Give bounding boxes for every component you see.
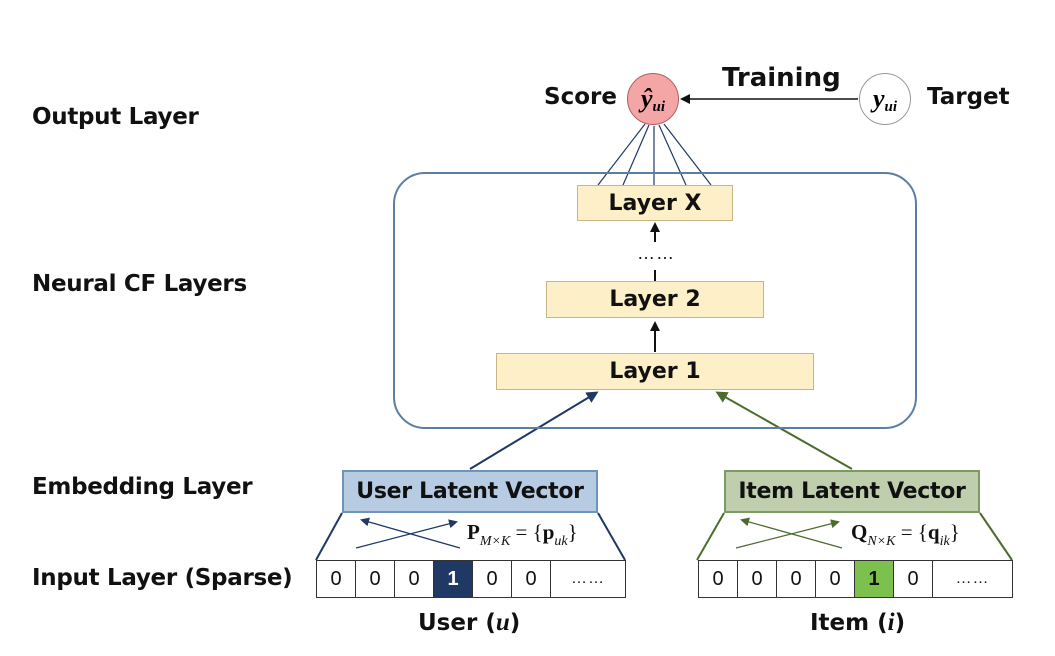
item-cell: 0 [894, 561, 933, 597]
item-caption: Item (i) [810, 609, 906, 636]
target-symbol: y [872, 84, 885, 113]
score-label: Score [544, 84, 617, 110]
item-cell: 0 [699, 561, 738, 597]
target-subscript: ui [884, 98, 898, 115]
item-cell: 0 [777, 561, 816, 597]
user-embedding-arrow [469, 391, 599, 470]
item-cell: 0 [738, 561, 777, 597]
score-symbol: ŷ [640, 84, 653, 113]
input-layer-label: Input Layer (Sparse) [32, 565, 293, 591]
user-cell-active: 1 [434, 561, 473, 597]
output-layer-label: Output Layer [32, 104, 199, 130]
user-cell-ellipsis: …… [571, 570, 605, 587]
item-cell-active: 1 [855, 561, 894, 597]
item-matrix-formula: QN×K = {qik} [851, 520, 960, 549]
score-subscript: ui [652, 98, 666, 115]
item-latent-vector-box: Item Latent Vector [724, 470, 980, 513]
item-cell-ellipsis: …… [955, 570, 990, 587]
item-one-hot-vector: 0 0 0 0 1 0 …… [698, 560, 1013, 598]
user-caption: User (u) [418, 609, 521, 636]
item-cell: 0 [816, 561, 855, 597]
layer-1-box: Layer 1 [496, 353, 814, 390]
user-cell: 0 [473, 561, 512, 597]
training-label: Training [722, 63, 841, 93]
layer-ellipsis: …… [637, 243, 675, 263]
output-fan-lines [597, 123, 712, 186]
user-cell: 0 [356, 561, 395, 597]
neural-cf-layers-label: Neural CF Layers [32, 271, 247, 297]
layer-x-box: Layer X [577, 185, 733, 221]
item-embedding-arrow [715, 391, 853, 470]
neural-cf-frame [393, 172, 917, 429]
user-cell: 0 [317, 561, 356, 597]
user-matrix-formula: PM×K = {puk} [467, 520, 578, 549]
user-latent-vector-box: User Latent Vector [342, 470, 598, 513]
user-cell: 0 [512, 561, 551, 597]
user-one-hot-vector: 0 0 0 1 0 0 …… [316, 560, 626, 598]
layer-2-box: Layer 2 [546, 281, 764, 318]
target-label: Target [927, 84, 1010, 110]
user-cell: 0 [395, 561, 434, 597]
embedding-layer-label: Embedding Layer [32, 474, 253, 500]
